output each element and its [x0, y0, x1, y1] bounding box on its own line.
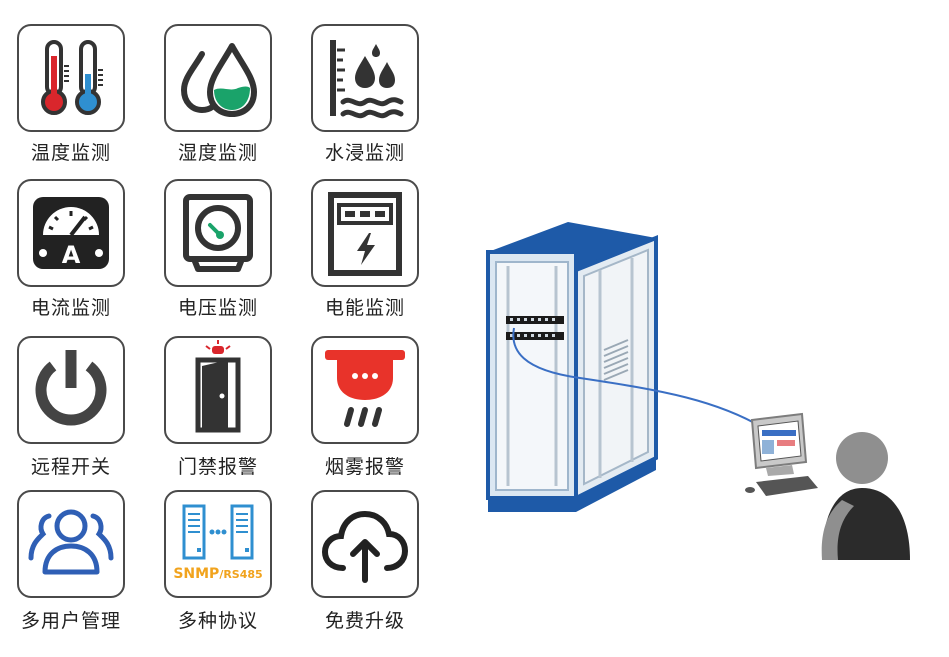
caption-current: 电流监测: [30, 297, 111, 319]
caption-door-alarm: 门禁报警: [177, 456, 258, 478]
protocol-badge-text: SNMP/RS485: [173, 566, 262, 582]
tile-multi-user: [17, 490, 125, 598]
tile-smoke-alarm: [311, 336, 419, 444]
tile-free-upgrade: [311, 490, 419, 598]
tile-current: A: [17, 179, 125, 287]
caption-humidity: 湿度监测: [177, 142, 258, 164]
network-scene: [470, 200, 940, 590]
tile-remote-switch: [17, 336, 125, 444]
caption-smoke-alarm: 烟雾报警: [324, 456, 405, 478]
tile-energy: [311, 179, 419, 287]
tile-protocols: SNMP/RS485: [164, 490, 272, 598]
svg-text:A: A: [62, 241, 81, 269]
caption-remote-switch: 远程开关: [30, 456, 111, 478]
caption-protocols: 多种协议: [177, 610, 258, 632]
caption-temperature: 温度监测: [30, 142, 111, 164]
caption-water-leak: 水浸监测: [324, 142, 405, 164]
power-icon: [35, 350, 107, 426]
caption-voltage: 电压监测: [177, 297, 258, 319]
water-leak-icon: [330, 40, 404, 119]
person: [821, 432, 910, 560]
voltmeter-icon: [183, 194, 253, 272]
cloud-upload-icon: [321, 510, 409, 583]
mouse: [745, 487, 755, 493]
tile-door-alarm: [164, 336, 272, 444]
door-alarm-icon: [195, 340, 241, 433]
caption-multi-user: 多用户管理: [20, 610, 121, 632]
smoke-detector-icon: [325, 350, 405, 427]
energy-meter-icon: [328, 192, 402, 276]
tile-voltage: [164, 179, 272, 287]
tile-temperature: [17, 24, 125, 132]
water-drops-icon: [180, 43, 257, 117]
keyboard: [756, 476, 818, 496]
tile-water-leak: [311, 24, 419, 132]
computer: [745, 412, 818, 496]
ammeter-icon: A: [33, 197, 109, 269]
network-cable: [512, 327, 771, 433]
users-icon: [28, 509, 114, 575]
thermometer-icon: [41, 40, 103, 115]
caption-energy: 电能监测: [324, 297, 405, 319]
server-rack: [486, 235, 658, 512]
caption-free-upgrade: 免费升级: [324, 610, 405, 632]
servers-icon: SNMP/RS485: [173, 504, 263, 582]
rack-network-illustration: [486, 222, 910, 560]
tile-humidity: [164, 24, 272, 132]
